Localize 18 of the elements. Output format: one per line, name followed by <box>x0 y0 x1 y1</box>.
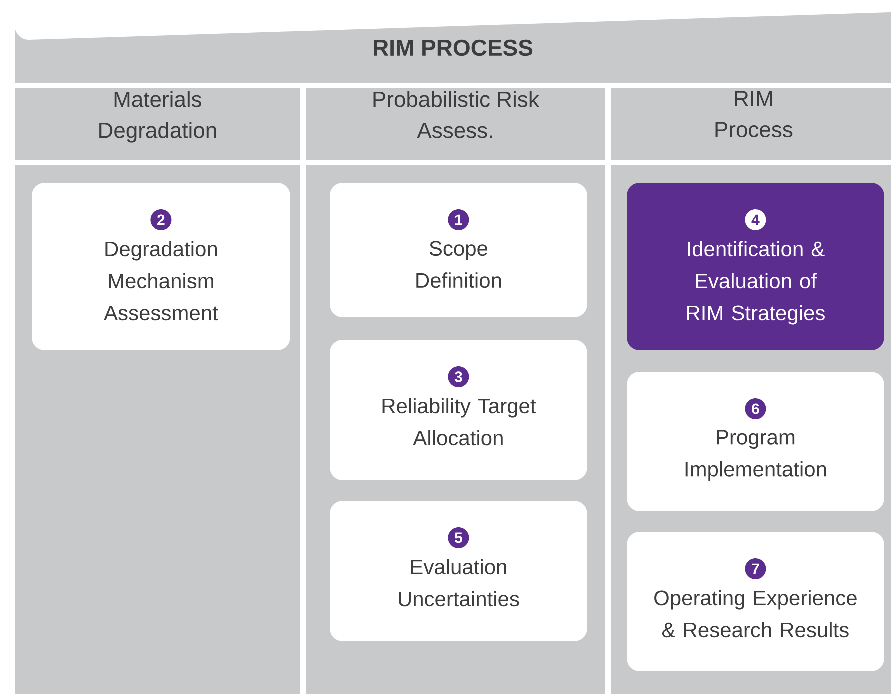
number-badge: 5 <box>448 528 470 548</box>
number-badge: 1 <box>448 210 470 230</box>
node-label: Probabilistic Risk Assess. <box>374 91 540 138</box>
number-badge: 7 <box>745 558 766 580</box>
card-text: Reliability Target Allocation <box>382 398 536 446</box>
node-label: Materials Degradation <box>100 91 216 143</box>
card-text: Scope Definition <box>416 241 502 288</box>
node-label: RIM Process <box>716 91 793 138</box>
card-text: Program Implementation <box>686 430 826 482</box>
number-badge: 3 <box>448 366 470 388</box>
card-text: Operating Experience & Research Results <box>654 590 857 638</box>
number-badge: 4 <box>745 210 766 230</box>
card-text: Identification & Evaluation of RIM Strategies <box>687 241 825 325</box>
number-badge: 2 <box>150 210 172 230</box>
title: RIM PROCESS <box>374 40 533 56</box>
number-badge: 6 <box>745 398 766 420</box>
card-text: Degradation Mechanism Assessment <box>104 241 218 321</box>
card-text: Evaluation Uncertainties <box>399 559 520 607</box>
